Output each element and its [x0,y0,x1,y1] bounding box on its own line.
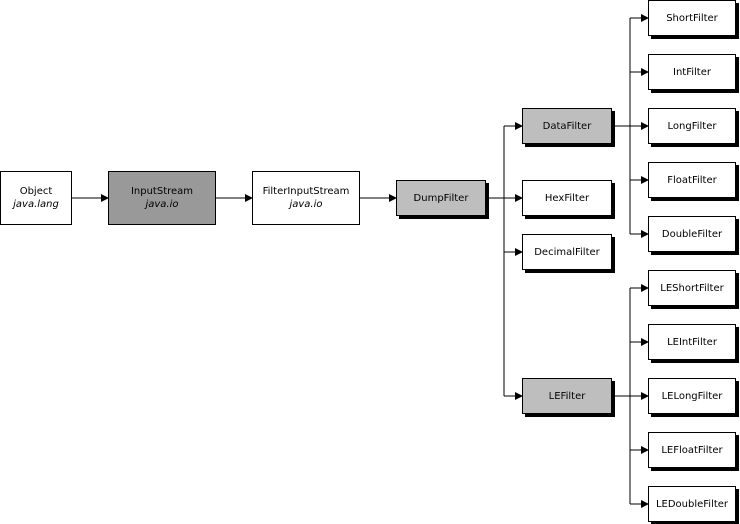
decimalfilter-name: DecimalFilter [534,246,600,258]
lelongfilter-name: LELongFilter [661,390,723,402]
doublefilter-name: DoubleFilter [661,228,723,240]
floatfilter-node: FloatFilter [648,162,736,198]
leintfilter-name: LEIntFilter [667,336,717,348]
lefloatfilter-name: LEFloatFilter [661,444,723,456]
dumpfilter-name: DumpFilter [413,192,469,204]
doublefilter-node: DoubleFilter [648,216,736,252]
lefilter-name: LEFilter [548,390,586,402]
longfilter-node: LongFilter [648,108,736,144]
lefloatfilter-node: LEFloatFilter [648,432,736,468]
inputstream-node: InputStream java.io [108,171,216,225]
ledoublefilter-node: LEDoubleFilter [648,486,736,522]
object-name: Object [19,186,53,197]
leshortfilter-node: LEShortFilter [648,270,736,306]
floatfilter-name: FloatFilter [667,174,717,186]
lelongfilter-node: LELongFilter [648,378,736,414]
decimalfilter-node: DecimalFilter [522,234,612,270]
intfilter-name: IntFilter [673,66,711,78]
datafilter-node: DataFilter [522,108,612,144]
hexfilter-name: HexFilter [544,192,590,204]
hexfilter-node: HexFilter [522,180,612,216]
shortfilter-node: ShortFilter [648,0,736,36]
ledoublefilter-name: LEDoubleFilter [655,498,729,510]
dumpfilter-node: DumpFilter [396,180,486,216]
lefilter-node: LEFilter [522,378,612,414]
object-package: java.lang [13,199,59,210]
leshortfilter-name: LEShortFilter [660,282,724,294]
object-node: Object java.lang [0,171,72,225]
inputstream-package: java.io [145,199,179,210]
leintfilter-node: LEIntFilter [648,324,736,360]
filterinputstream-package: java.io [289,199,323,210]
longfilter-name: LongFilter [667,120,717,132]
shortfilter-name: ShortFilter [666,12,718,24]
inputstream-name: InputStream [130,186,194,197]
filterinputstream-name: FilterInputStream [262,186,350,197]
filterinputstream-node: FilterInputStream java.io [252,171,360,225]
datafilter-name: DataFilter [542,120,592,132]
intfilter-node: IntFilter [648,54,736,90]
